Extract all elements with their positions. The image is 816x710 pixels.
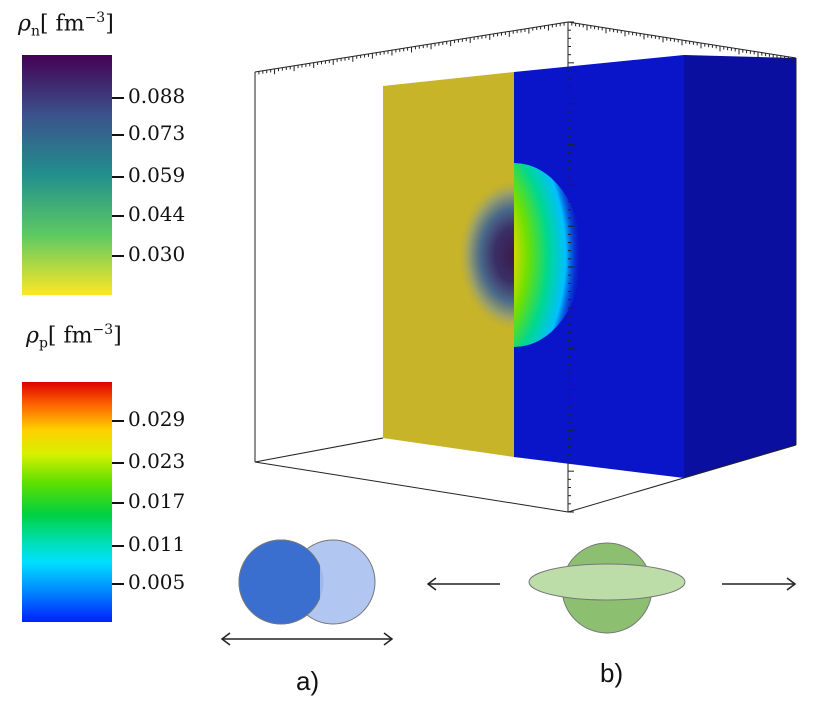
neutron-tick-mark-4: [112, 215, 124, 217]
proton-tick-mark-5: [112, 583, 124, 585]
proton-symbol: ρ: [26, 323, 39, 349]
label-b: b): [600, 658, 624, 688]
proton-tick-4: 0.011: [128, 532, 186, 556]
proton-colorbar-title: ρp[ fm−3]: [26, 322, 122, 352]
proton-exponent: −3: [92, 322, 114, 338]
neutron-tick-4: 0.044: [128, 202, 186, 226]
neutron-density-slab: [383, 72, 514, 457]
neutron-tick-1: 0.088: [128, 84, 186, 108]
neutron-tick-5: 0.030: [128, 242, 186, 266]
proton-density-slab: [514, 55, 684, 478]
right-arrow-b: [722, 577, 797, 591]
left-arrow-b: [426, 577, 500, 591]
neutron-tick-2: 0.073: [128, 121, 186, 145]
proton-unit: fm: [63, 323, 93, 349]
proton-tick-mark-2: [112, 462, 124, 464]
proton-tick-2: 0.023: [128, 449, 186, 473]
neutron-exponent: −3: [84, 10, 106, 26]
nucleus-b-disk: [528, 563, 686, 601]
proton-tick-mark-3: [112, 502, 124, 504]
neutron-tick-3: 0.059: [128, 163, 186, 187]
neutron-subscript: n: [30, 23, 40, 40]
neutron-density-blob: [457, 177, 514, 333]
label-a: a): [296, 666, 320, 696]
proton-tick-1: 0.029: [128, 407, 186, 431]
neutron-tick-mark-2: [112, 134, 124, 136]
proton-tick-3: 0.017: [128, 489, 186, 513]
proton-colorbar: [22, 382, 112, 622]
neutron-tick-mark-5: [112, 255, 124, 257]
neutron-unit: fm: [55, 11, 85, 37]
box-front-edges: [254, 58, 797, 513]
proton-tick-mark-1: [112, 420, 124, 422]
proton-density-blob: [514, 163, 582, 347]
neutron-colorbar: [22, 55, 112, 295]
neutron-symbol: ρ: [18, 11, 31, 37]
double-arrow-a: [220, 632, 394, 646]
neutron-colorbar-title: ρn[ fm−3]: [18, 10, 114, 40]
proton-subscript: p: [38, 335, 48, 352]
neutron-tick-mark-1: [112, 97, 124, 99]
box-ruler-ticks: [254, 21, 797, 513]
proton-tick-mark-4: [112, 545, 124, 547]
neutron-tick-mark-3: [112, 176, 124, 178]
proton-tick-5: 0.005: [128, 570, 186, 594]
proton-density-slab-side: [684, 55, 796, 478]
